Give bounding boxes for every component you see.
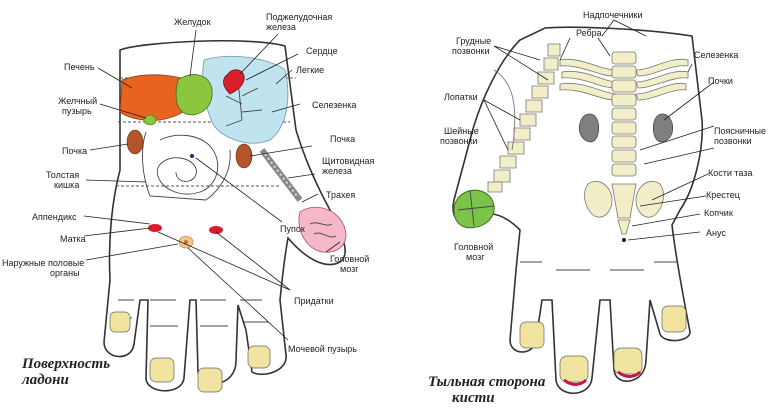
label-thoracic-1: Грудные: [456, 36, 491, 46]
palm-title-1: Поверхность: [22, 356, 110, 372]
label-coccyx: Копчик: [704, 208, 733, 218]
back-hand: [453, 20, 714, 393]
label-lumbar-2: позвонки: [714, 136, 752, 146]
label-cervical-2: позвонки: [440, 136, 478, 146]
kidney-right-shape: [236, 144, 252, 168]
back-title-1: Тыльная сторона: [428, 374, 545, 390]
brain-back-shape: [454, 190, 494, 228]
label-spleen: Селезенка: [312, 100, 356, 110]
back-kidney-left-shape: [579, 114, 599, 142]
label-pancreas-2: железа: [266, 22, 296, 32]
label-genitals-1: Наружные половые: [2, 258, 84, 268]
label-back-kidneys: Почки: [708, 76, 733, 86]
navel-dot: [190, 154, 194, 158]
label-thyroid-2: железа: [322, 166, 352, 176]
label-colon-1: Толстая: [46, 170, 79, 180]
label-liver: Печень: [64, 62, 95, 72]
label-trachea: Трахея: [326, 190, 355, 200]
label-anus: Анус: [706, 228, 726, 238]
label-lumbar-1: Поясничные: [714, 126, 766, 136]
label-kidney-left: Почка: [62, 146, 87, 156]
appendage-right-shape: [209, 226, 223, 234]
label-lungs: Легкие: [296, 65, 324, 75]
anus-dot: [622, 238, 626, 242]
label-appendages: Придатки: [294, 296, 334, 306]
label-cervical-1: Шейные: [444, 126, 479, 136]
label-scapula: Лопатки: [444, 92, 478, 102]
label-thoracic-2: позвонки: [452, 46, 490, 56]
label-uterus: Матка: [60, 234, 86, 244]
gallbladder-shape: [144, 115, 156, 125]
label-brain-back-1: Головной: [454, 242, 493, 252]
lumbar-spine: [612, 52, 636, 176]
label-adrenals: Надпочечники: [583, 10, 642, 20]
label-pelvis: Кости таза: [708, 168, 752, 178]
label-ribs: Ребра: [576, 28, 602, 38]
label-brain-palm-1: Головной: [330, 254, 369, 264]
label-colon-2: кишка: [54, 180, 79, 190]
label-sacrum: Крестец: [706, 190, 740, 200]
kidney-left-shape: [127, 130, 143, 154]
label-heart: Сердце: [306, 46, 338, 56]
palm-hand: [84, 30, 346, 392]
label-pancreas-1: Поджелудочная: [266, 12, 332, 22]
label-brain-back-2: мозг: [466, 252, 485, 262]
label-gallbladder-1: Желчный: [58, 96, 97, 106]
label-appendix: Аппендикс: [32, 212, 77, 222]
label-kidney-right: Почка: [330, 134, 355, 144]
palm-title-2: ладони: [22, 372, 69, 388]
back-kidney-right-shape: [653, 114, 673, 142]
label-gallbladder-2: пузырь: [62, 106, 92, 116]
label-thyroid-1: Щитовидная: [322, 156, 374, 166]
label-navel: Пупок: [280, 224, 305, 234]
label-bladder: Мочевой пузырь: [288, 344, 357, 354]
label-back-spleen: Селезенка: [694, 50, 738, 60]
label-stomach: Желудок: [174, 17, 211, 27]
label-genitals-2: органы: [50, 268, 80, 278]
uterus-left-shape: [148, 224, 162, 232]
label-brain-palm-2: мозг: [340, 264, 359, 274]
